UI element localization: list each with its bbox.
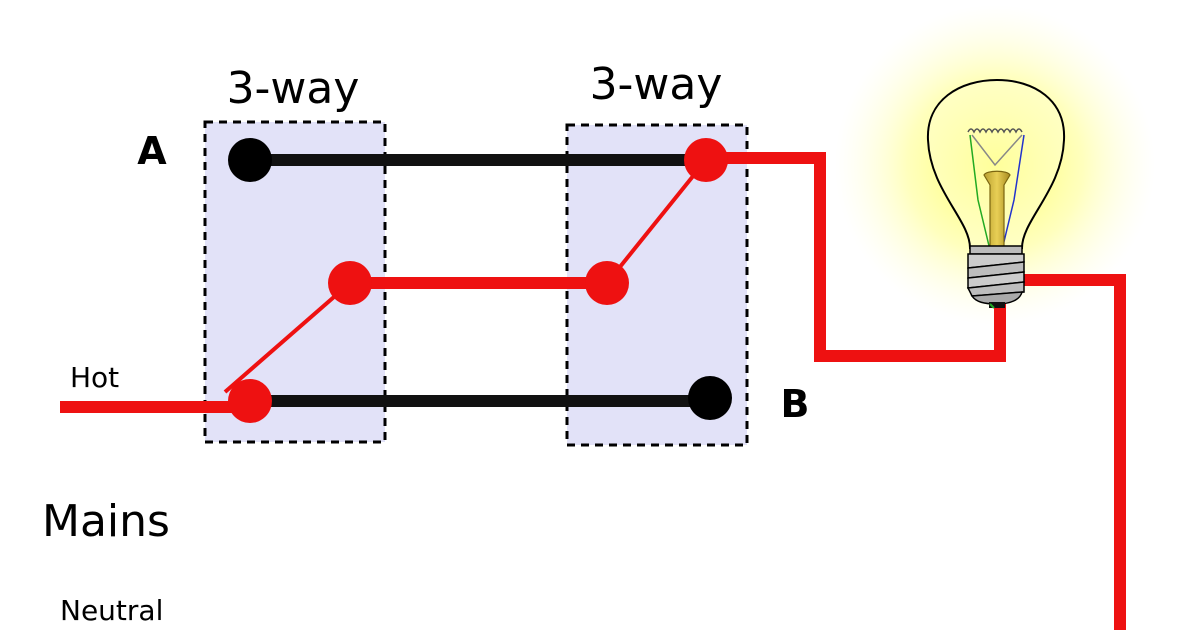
terminal-b <box>688 376 732 420</box>
terminal-b-label: B <box>781 382 810 426</box>
mains-label: Mains <box>42 496 170 547</box>
switched-hot-wire <box>706 152 1006 362</box>
right-switch-lever <box>605 158 708 285</box>
right-switch-label: 3-way <box>590 59 723 110</box>
terminal-a-label: A <box>137 129 167 173</box>
terminal-a <box>228 138 272 182</box>
left-switch-common-terminal <box>328 261 372 305</box>
right-switch-top-terminal <box>684 138 728 182</box>
neutral-label: Neutral <box>60 594 163 627</box>
neutral-wire <box>1010 274 1126 630</box>
left-switch-lever <box>223 281 352 394</box>
light-bulb-icon <box>926 78 1066 309</box>
hot-label: Hot <box>70 361 119 394</box>
right-switch-middle-terminal <box>585 261 629 305</box>
left-switch-label: 3-way <box>227 63 360 114</box>
left-switch-input-terminal <box>228 379 272 423</box>
